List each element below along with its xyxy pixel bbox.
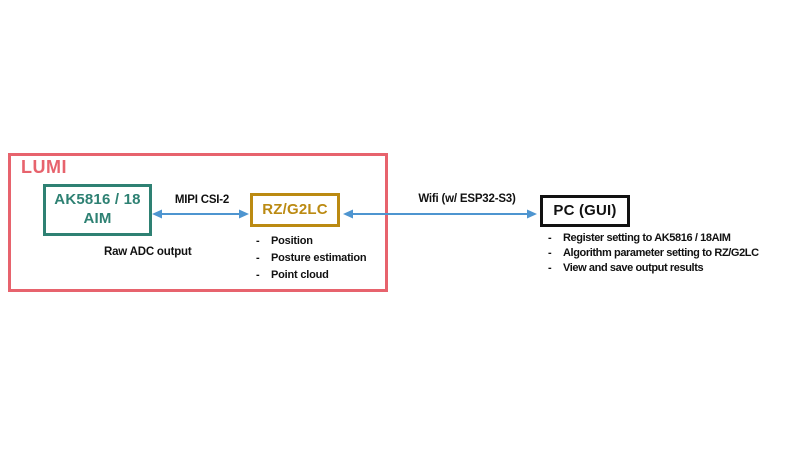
list-item: - Register setting to AK5816 / 18AIM <box>548 232 759 244</box>
sensor-node-label: AK5816 / 18 AIM <box>54 191 141 227</box>
bullet-dash: - <box>548 232 552 244</box>
mipi-link-label: MIPI CSI-2 <box>174 194 230 206</box>
list-item-label: Point cloud <box>271 269 329 281</box>
bullet-dash: - <box>548 247 552 259</box>
lumi-group-label: LUMI <box>21 157 67 177</box>
processor-node-label: RZ/G2LC <box>262 200 328 218</box>
pc-node-label: PC (GUI) <box>553 201 617 219</box>
pc-function-list: - Register setting to AK5816 / 18AIM - A… <box>548 232 759 277</box>
list-item-label: Algorithm parameter setting to RZ/G2LC <box>563 247 759 259</box>
list-item: - Position <box>256 235 366 247</box>
wifi-link-label: Wifi (w/ ESP32-S3) <box>418 193 516 205</box>
bullet-dash: - <box>256 252 260 264</box>
list-item: - Point cloud <box>256 269 366 281</box>
processor-output-list: - Position - Posture estimation - Point … <box>256 235 367 286</box>
lumi-group-box <box>8 153 388 292</box>
pc-node: PC (GUI) <box>540 195 630 227</box>
list-item-label: Posture estimation <box>271 252 367 264</box>
list-item: - Posture estimation <box>256 252 367 264</box>
list-item-label: Register setting to AK5816 / 18AIM <box>563 232 731 244</box>
list-item: - Algorithm parameter setting to RZ/G2LC <box>548 247 759 259</box>
bullet-dash: - <box>256 269 260 281</box>
list-item-label: View and save output results <box>563 262 704 274</box>
list-item-label: Position <box>271 235 313 247</box>
sensor-node-ak5816: AK5816 / 18 AIM <box>43 184 152 236</box>
bullet-dash: - <box>256 235 260 247</box>
sensor-caption: Raw ADC output <box>104 246 192 258</box>
bullet-dash: - <box>548 262 552 274</box>
list-item: - View and save output results <box>548 262 759 274</box>
processor-node-rzg2lc: RZ/G2LC <box>250 193 340 227</box>
